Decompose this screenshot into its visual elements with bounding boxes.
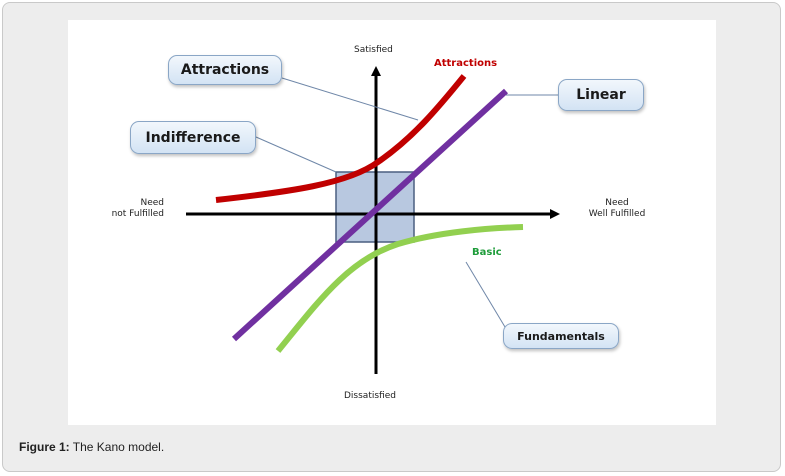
kano-diagram: Satisfied Dissatisfied Need not Fulfille… — [68, 20, 716, 425]
fundamentals-leader-line — [465, 261, 509, 333]
caption-label: Figure 1: — [19, 440, 70, 454]
figure-caption: Figure 1: The Kano model. — [19, 440, 164, 454]
need-not-fulfilled-label: Need not Fulfilled — [111, 198, 164, 219]
need-well-fulfilled-label: Need Well Fulfilled — [588, 198, 646, 219]
attractions-callout: Attractions — [168, 55, 282, 85]
attractions-curve-label: Attractions — [434, 58, 498, 69]
basic-curve — [275, 224, 524, 353]
basic-curve-label: Basic — [472, 247, 502, 258]
attractions-leader-line — [281, 77, 419, 121]
linear-callout: Linear — [558, 79, 644, 111]
attractions-curve — [215, 74, 467, 203]
satisfied-label: Satisfied — [354, 45, 393, 55]
indifference-callout: Indifference — [130, 121, 256, 154]
indifference-leader-line — [255, 136, 337, 173]
linear-line — [231, 88, 509, 342]
dissatisfied-label: Dissatisfied — [344, 391, 396, 401]
caption-text: The Kano model. — [69, 440, 165, 454]
fundamentals-callout: Fundamentals — [503, 323, 619, 349]
kano-svg — [186, 66, 560, 374]
